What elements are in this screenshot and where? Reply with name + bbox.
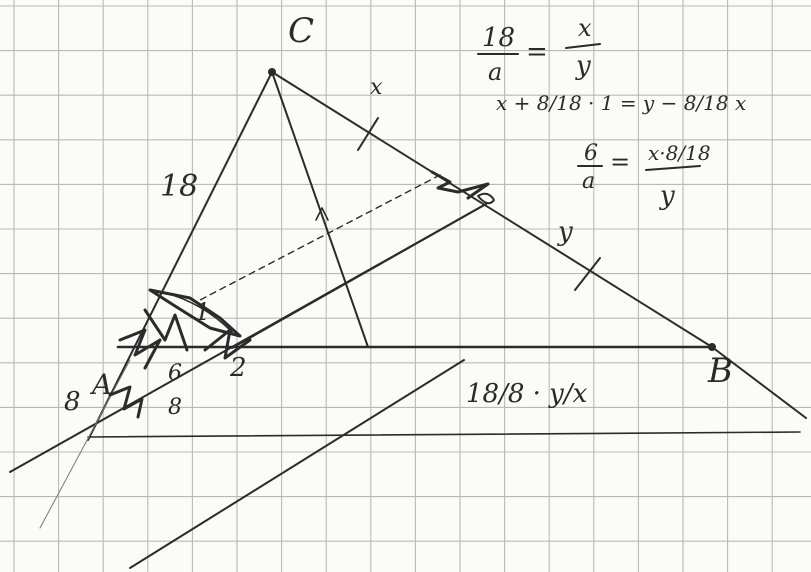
- label-seg-y: y: [557, 217, 573, 247]
- label-left-8: 8: [64, 387, 81, 417]
- scribble-top: [430, 170, 490, 200]
- scribble-A: [108, 328, 162, 419]
- equation-4: 18/8 · y/x: [466, 379, 588, 409]
- scribble-node: [477, 192, 495, 205]
- label-seg-6: 6: [168, 361, 182, 386]
- point-C: [268, 68, 276, 76]
- eq3-equals: =: [610, 148, 630, 176]
- equation-2: x + 8/18 · 1 = y − 8/18 x: [496, 91, 746, 115]
- scribble-1: [143, 288, 242, 352]
- label-side-18: 18: [160, 169, 198, 204]
- bottom-line: [87, 431, 801, 438]
- tick-x: [357, 117, 379, 151]
- cevian-C: [271, 71, 369, 348]
- underline-1: [161, 291, 233, 333]
- tick-y: [574, 257, 601, 291]
- label-vertex-B: B: [707, 351, 733, 391]
- label-seg-x: x: [370, 75, 383, 100]
- faint-line: [39, 359, 131, 529]
- side-CB: [271, 71, 713, 348]
- equation-3: 6 a = x·8/18 y: [577, 141, 711, 211]
- eq1-num-left: 18: [482, 23, 515, 53]
- label-vertex-A: A: [89, 368, 112, 401]
- long-diagonal: [9, 203, 487, 473]
- dashed-parallel: [199, 174, 441, 301]
- eq3-den-left: a: [582, 169, 595, 194]
- arrow-mark: [315, 207, 329, 221]
- eq1-num-right: x: [578, 14, 592, 42]
- scribble-2: [203, 328, 252, 360]
- label-point-2: 2: [229, 353, 247, 383]
- equation-1: 18 a = x y: [477, 14, 601, 86]
- eq3-den-right: y: [659, 181, 675, 211]
- label-vertex-C: C: [288, 11, 314, 51]
- point-B: [708, 343, 716, 351]
- extension-B: [711, 346, 807, 419]
- eq1-equals: =: [526, 37, 548, 67]
- eq3-num-left: 6: [584, 141, 598, 166]
- eq1-den-left: a: [488, 58, 502, 86]
- eq3-num-right: x·8/18: [648, 141, 711, 165]
- construction-lines: [9, 68, 807, 569]
- lower-parallel: [129, 359, 465, 569]
- label-point-1: 1: [195, 298, 210, 326]
- label-seg-8: 8: [168, 395, 182, 420]
- side-CA: [87, 71, 273, 441]
- eq1-den-right: y: [575, 51, 591, 81]
